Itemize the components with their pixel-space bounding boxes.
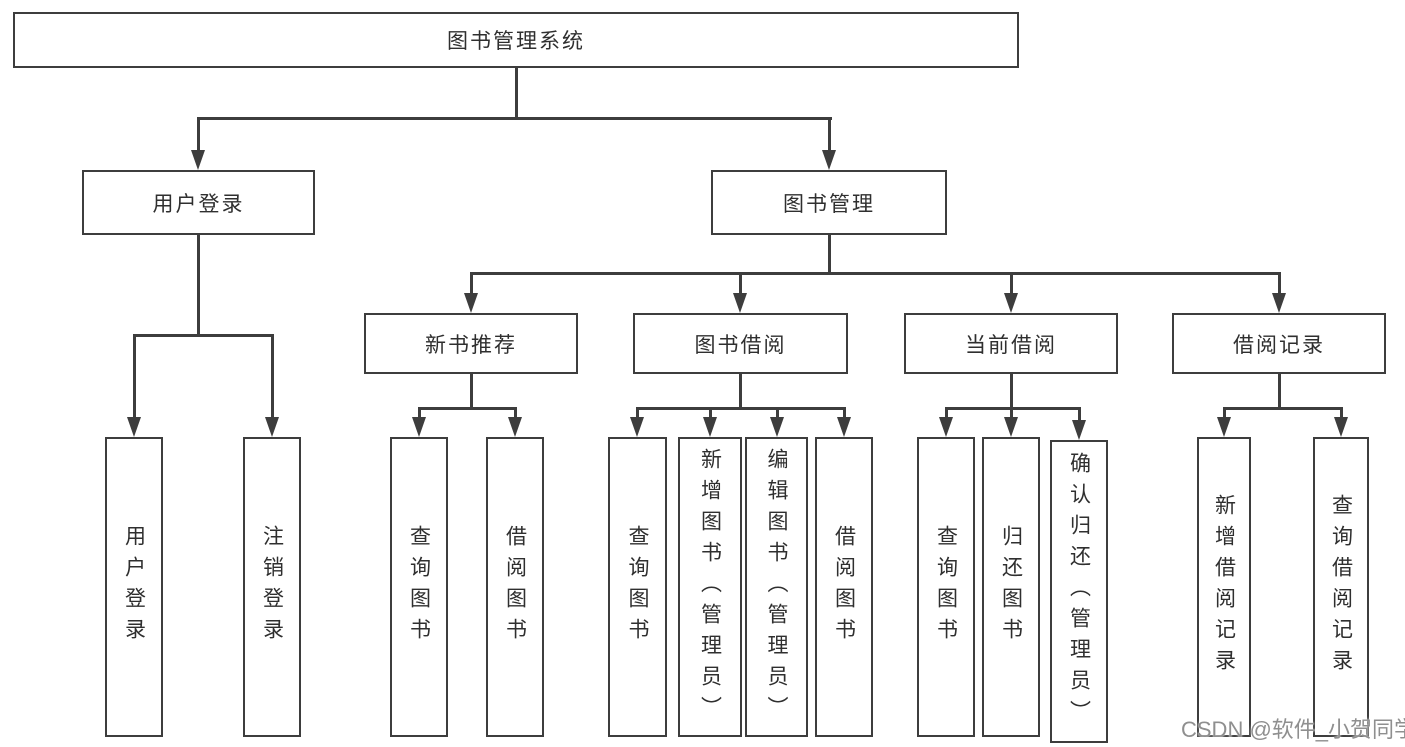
connector-line (196, 118, 200, 152)
node-book-borrowing: 图书借阅 (633, 313, 848, 374)
leaf-edit-book-admin: 编辑图书（管理员） (745, 437, 808, 737)
connector-line (469, 271, 1281, 275)
connector-line (842, 408, 846, 420)
arrowhead-down-icon (770, 417, 784, 437)
connector-line (1009, 374, 1013, 408)
arrowhead-down-icon (191, 150, 205, 170)
connector-line (132, 333, 274, 337)
node-user-login: 用户登录 (82, 170, 315, 235)
connector-line (196, 116, 832, 120)
leaf-query-book: 查询图书 (608, 437, 667, 737)
connector-line (635, 406, 846, 410)
connector-line (417, 408, 421, 420)
connector-line (1277, 273, 1281, 296)
connector-line (775, 408, 779, 420)
connector-line (827, 235, 831, 273)
connector-line (196, 235, 200, 335)
connector-line (944, 408, 948, 420)
arrowhead-down-icon (1334, 417, 1348, 437)
arrowhead-down-icon (1004, 293, 1018, 313)
arrowhead-down-icon (1072, 420, 1086, 440)
leaf-query-book: 查询图书 (390, 437, 448, 737)
arrowhead-down-icon (127, 417, 141, 437)
arrowhead-down-icon (822, 150, 836, 170)
arrowhead-down-icon (265, 417, 279, 437)
leaf-add-borrow-record: 新增借阅记录 (1197, 437, 1251, 737)
leaf-user-login: 用户登录 (105, 437, 163, 737)
node-borrowing-records: 借阅记录 (1172, 313, 1386, 374)
connector-line (1009, 408, 1013, 420)
node-book-management: 图书管理 (711, 170, 947, 235)
connector-line (827, 118, 831, 152)
node-current-borrowing: 当前借阅 (904, 313, 1118, 374)
leaf-confirm-return-admin: 确认归还（管理员） (1050, 440, 1108, 743)
node-new-book-recommendation: 新书推荐 (364, 313, 578, 374)
connector-line (469, 273, 473, 296)
node-library-management-system: 图书管理系统 (13, 12, 1019, 68)
connector-line (270, 335, 274, 420)
connector-line (513, 408, 517, 420)
arrowhead-down-icon (837, 417, 851, 437)
arrowhead-down-icon (1272, 293, 1286, 313)
leaf-borrow-book: 借阅图书 (815, 437, 873, 737)
connector-line (132, 335, 136, 420)
leaf-borrow-book: 借阅图书 (486, 437, 544, 737)
leaf-add-book-admin: 新增图书（管理员） (678, 437, 742, 737)
connector-line (1077, 408, 1081, 422)
leaf-return-book: 归还图书 (982, 437, 1040, 737)
connector-line (738, 273, 742, 296)
leaf-logout: 注销登录 (243, 437, 301, 737)
connector-line (417, 406, 517, 410)
leaf-query-book: 查询图书 (917, 437, 975, 737)
connector-line (514, 68, 518, 118)
csdn-watermark: CSDN @软件_小贺同学 (1181, 717, 1405, 742)
arrowhead-down-icon (630, 417, 644, 437)
connector-line (635, 408, 639, 420)
connector-line (944, 406, 1081, 410)
connector-line (1339, 408, 1343, 420)
arrowhead-down-icon (412, 417, 426, 437)
arrowhead-down-icon (703, 417, 717, 437)
arrowhead-down-icon (733, 293, 747, 313)
arrowhead-down-icon (1004, 417, 1018, 437)
leaf-query-borrow-record: 查询借阅记录 (1313, 437, 1369, 737)
arrowhead-down-icon (508, 417, 522, 437)
arrowhead-down-icon (464, 293, 478, 313)
connector-line (1277, 374, 1281, 408)
connector-line (469, 374, 473, 408)
connector-line (708, 408, 712, 420)
connector-line (1222, 406, 1343, 410)
arrowhead-down-icon (939, 417, 953, 437)
connector-line (1009, 273, 1013, 296)
connector-line (1222, 408, 1226, 420)
arrowhead-down-icon (1217, 417, 1231, 437)
connector-line (738, 374, 742, 408)
